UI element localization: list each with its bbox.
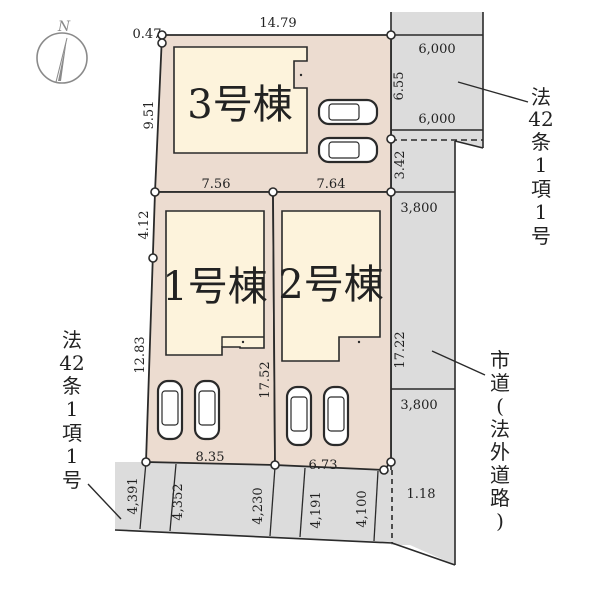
dim-lot2-bottom: 6.73 [309, 458, 338, 473]
dim-east-upper-length: 6.55 [392, 72, 407, 101]
dim-lot3-bottom-left: 7.56 [202, 177, 231, 192]
road-width-south-2: 4,352 [171, 483, 186, 520]
road-width-east-lower: 3,800 [400, 398, 437, 413]
svg-text:1: 1 [66, 444, 79, 468]
dim-east-mid-length: 3.42 [393, 151, 408, 180]
svg-text:42: 42 [528, 107, 553, 131]
dim-lot2-right: 17.22 [393, 331, 408, 368]
car-icon [193, 379, 221, 441]
svg-text:市: 市 [490, 348, 510, 372]
road-width-east-mid: 3,800 [400, 201, 437, 216]
road-label-east-upper: 法 42 条 1 項 1 号 [528, 85, 553, 248]
svg-text:条: 条 [62, 374, 82, 398]
building-2 [281, 210, 381, 362]
road-east-upper [391, 12, 483, 148]
dim-top-corner: 0.47 [133, 27, 162, 42]
svg-text:条: 条 [531, 130, 551, 154]
road-width-south-1: 4,391 [126, 477, 141, 514]
dim-lot1-bottom: 8.35 [196, 450, 225, 465]
parking-cars [156, 98, 379, 447]
svg-text:法: 法 [490, 417, 510, 441]
svg-text:42: 42 [59, 351, 84, 375]
dim-lot3-left: 9.51 [142, 101, 157, 130]
road-width-south-3: 4,230 [251, 487, 266, 524]
svg-text:法: 法 [62, 328, 82, 352]
road-width-east-upper-bottom: 6,000 [418, 112, 455, 127]
leader-lines [87, 81, 529, 520]
svg-text:道: 道 [490, 463, 510, 487]
svg-text:項: 項 [62, 421, 82, 445]
svg-text:1: 1 [535, 153, 548, 177]
car-icon [322, 385, 350, 447]
svg-text:): ) [496, 509, 504, 533]
car-icon [317, 136, 379, 164]
dim-top: 14.79 [259, 16, 296, 31]
svg-text:(: ( [496, 394, 504, 418]
dim-lot1-right: 17.52 [258, 361, 273, 398]
dim-lot3-bottom-right: 7.64 [317, 177, 346, 192]
dim-corner-cut: 1.18 [407, 487, 436, 502]
building-3-label: 3号棟 [187, 82, 292, 128]
building-2-label: 2号棟 [278, 262, 383, 308]
svg-text:1: 1 [535, 200, 548, 224]
roads [115, 12, 483, 565]
road-label-south: 法 42 条 1 項 1 号 [59, 328, 84, 492]
compass-north-label: N [57, 19, 71, 35]
road-label-east-lower: 市 道 ( 法 外 道 路 ) [490, 348, 510, 533]
svg-text:1: 1 [66, 397, 79, 421]
svg-text:道: 道 [490, 371, 510, 395]
svg-text:号: 号 [531, 224, 551, 248]
car-icon [317, 98, 379, 126]
building-1 [165, 210, 265, 356]
car-icon [285, 385, 313, 447]
road-width-south-4: 4,191 [309, 491, 324, 528]
dim-lot1-left-upper: 4.12 [137, 211, 152, 240]
north-compass-icon: N [36, 19, 88, 84]
svg-text:項: 項 [531, 177, 551, 201]
building-3 [173, 46, 308, 154]
svg-text:外: 外 [490, 440, 510, 464]
svg-text:法: 法 [531, 85, 551, 109]
road-east-lower [391, 132, 455, 565]
car-icon [156, 379, 184, 441]
building-1-label: 1号棟 [162, 264, 267, 310]
boundary-markers [141, 30, 396, 475]
svg-text:路: 路 [490, 486, 510, 510]
road-south [115, 462, 392, 543]
road-width-east-top: 6,000 [418, 42, 455, 57]
south-road-ticks [139, 461, 379, 542]
dim-lot1-left-lower: 12.83 [133, 336, 148, 373]
svg-text:号: 号 [62, 468, 82, 492]
road-width-south-5: 4,100 [355, 490, 370, 527]
